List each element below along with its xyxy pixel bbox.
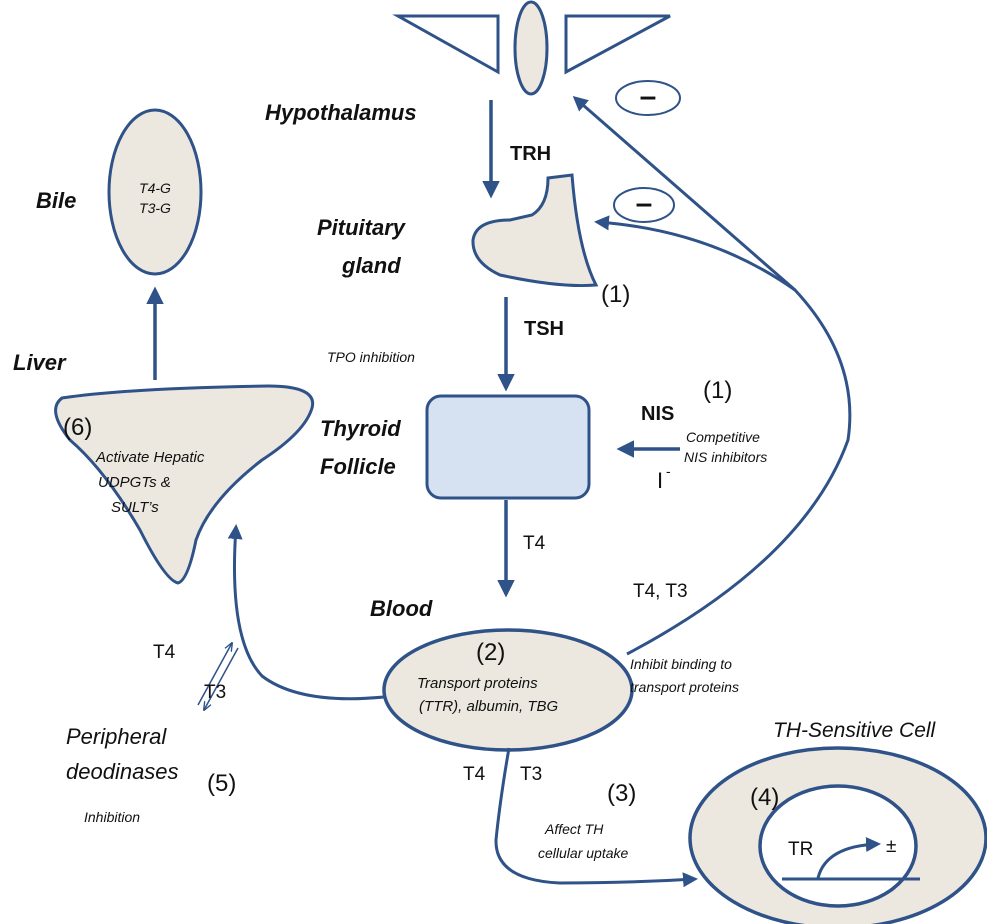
tr-effect-label: ± <box>886 836 896 857</box>
inhibition-label: Inhibition <box>84 809 140 825</box>
uptake-t4-label: T4 <box>463 764 486 785</box>
tr-label: TR <box>788 839 813 860</box>
liver-label: Liver <box>13 350 67 375</box>
inhibit-binding-line2: transport proteins <box>630 679 739 695</box>
transport-line2: (TTR), albumin, TBG <box>419 698 559 715</box>
bile-ellipse <box>107 108 203 276</box>
hypothalamus-label: Hypothalamus <box>265 100 417 125</box>
blood-label: Blood <box>370 596 433 621</box>
liver-text-line2: UDPGTs & <box>98 474 171 491</box>
feedback-loop-line <box>572 96 852 656</box>
transport-line1: Transport proteins <box>417 675 538 692</box>
bile-t3g-label: T3-G <box>139 200 171 216</box>
competitive-line1: Competitive <box>686 429 760 445</box>
periph-t4-label: T4 <box>153 642 176 663</box>
negative-sign-mid: – <box>636 187 653 220</box>
liver-text-line1: Activate Hepatic <box>95 449 205 466</box>
iodide-superscript: - <box>666 463 671 479</box>
pituitary-label-line1: Pituitary <box>317 215 407 240</box>
feedback-to-pituitary-line <box>594 215 796 292</box>
thyroid-label-line1: Thyroid <box>320 416 401 441</box>
t4-to-t3-arrow <box>197 643 232 706</box>
negative-sign-top: – <box>640 80 657 113</box>
liver-number: (6) <box>63 414 92 441</box>
uptake-text-line2: cellular uptake <box>538 845 628 861</box>
uptake-text-line1: Affect TH <box>544 821 604 837</box>
pituitary-label-line2: gland <box>341 253 401 278</box>
th-cell-nucleus <box>758 784 918 908</box>
blood-to-liver-line <box>227 524 385 701</box>
periph-t3-label: T3 <box>204 682 226 703</box>
bile-t4g-label: T4-G <box>139 180 171 196</box>
competitive-line2: NIS inhibitors <box>684 449 767 465</box>
thyroid-label-line2: Follicle <box>320 454 396 479</box>
tpo-inhibition-label: TPO inhibition <box>327 349 415 365</box>
feedback-t4-t3-label: T4, T3 <box>633 581 688 602</box>
pituitary-gland-shape <box>471 173 599 288</box>
blood-number: (2) <box>476 639 505 666</box>
tsh-label: TSH <box>524 318 564 340</box>
pituitary-number: (1) <box>601 281 630 308</box>
trh-label: TRH <box>510 143 551 165</box>
blood-to-cell-line <box>494 747 698 888</box>
liver-text-line3: SULT’s <box>111 499 159 516</box>
peripheral-label-line1: Peripheral <box>66 724 167 749</box>
peripheral-number: (5) <box>207 770 236 797</box>
th-sensitive-cell-label: TH-Sensitive Cell <box>773 719 937 742</box>
bile-label: Bile <box>36 188 76 213</box>
uptake-number: (3) <box>607 780 636 807</box>
liver-shape <box>54 384 315 585</box>
peripheral-label-line2: deodinases <box>66 759 179 784</box>
negative-feedback-symbol-top: – <box>615 80 681 116</box>
thyroid-follicle-box <box>425 394 591 500</box>
nis-number: (1) <box>703 377 732 404</box>
hypothalamus-shape <box>392 0 671 96</box>
t4-secretion-label: T4 <box>523 533 546 554</box>
inhibit-binding-line1: Inhibit binding to <box>630 656 732 672</box>
iodide-label: I <box>657 468 663 493</box>
nis-label: NIS <box>641 403 674 425</box>
uptake-t3-label: T3 <box>520 764 542 785</box>
transcription-arrow <box>816 836 881 879</box>
cell-number: (4) <box>750 784 779 811</box>
negative-feedback-symbol-mid: – <box>613 187 675 223</box>
t3-return-arrow <box>204 647 239 710</box>
